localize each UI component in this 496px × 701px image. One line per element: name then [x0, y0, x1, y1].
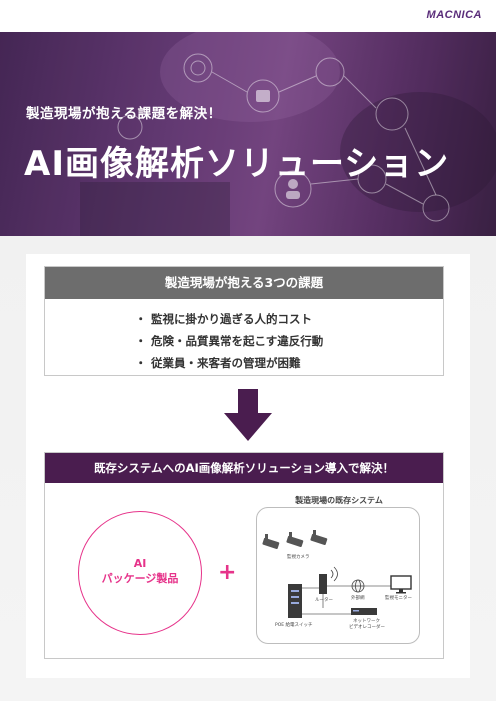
poe-switch-icon — [288, 584, 302, 618]
existing-system-diagram: 監視カメラ ルーター 外部網 監視モニター POE 給電スイッチ ネットワーク … — [256, 507, 420, 644]
list-item: ・従業員・来客者の管理が困難 — [135, 352, 443, 374]
challenge-text: 従業員・来客者の管理が困難 — [151, 356, 301, 370]
poe-switch-label: POE 給電スイッチ — [275, 623, 313, 628]
hero-subtitle: 製造現場が抱える課題を解決！ — [26, 106, 222, 122]
challenge-text: 監視に掛かり過ぎる人的コスト — [151, 312, 312, 326]
system-title: 製造現場の既存システム — [295, 496, 383, 505]
hero-banner: 製造現場が抱える課題を解決！ AI画像解析ソリューション — [0, 32, 496, 236]
monitor-icon — [390, 575, 412, 594]
camera-icon — [310, 530, 328, 546]
nvr-icon — [351, 608, 377, 615]
camera-label: 監視カメラ — [287, 555, 310, 560]
monitor-label: 監視モニター — [385, 596, 412, 601]
challenge-text: 危険・品質異常を起こす違反行動 — [151, 334, 324, 348]
router-icon — [319, 566, 338, 594]
top-bar: MACNICA — [0, 0, 496, 32]
nvr-label-line1: ネットワーク — [353, 619, 380, 624]
camera-icon — [262, 534, 280, 550]
down-arrow-icon — [224, 389, 272, 441]
ai-label-line2: パッケージ製品 — [101, 572, 179, 585]
camera-icon — [286, 532, 304, 548]
list-item: ・危険・品質異常を起こす違反行動 — [135, 330, 443, 352]
list-item: ・監視に掛かり過ぎる人的コスト — [135, 308, 443, 330]
ai-label-line1: AI — [133, 557, 147, 570]
router-label: ルーター — [315, 598, 333, 603]
ai-package-label: AI パッケージ製品 — [79, 556, 201, 586]
internet-label: 外部網 — [351, 596, 365, 601]
macnica-logo: MACNICA — [426, 9, 482, 21]
globe-icon — [351, 579, 365, 593]
hero-decoration — [0, 32, 496, 236]
ai-package-circle: AI パッケージ製品 — [78, 511, 202, 635]
bullet: ・ — [135, 356, 147, 370]
bullet: ・ — [135, 334, 147, 348]
nvr-label-line2: ビデオレコーダー — [349, 625, 385, 630]
system-diagram-svg — [262, 530, 412, 618]
hero-title: AI画像解析ソリューション — [24, 144, 450, 184]
bullet: ・ — [135, 312, 147, 326]
plus-icon: + — [218, 560, 237, 585]
challenges-box: 製造現場が抱える3つの課題 ・監視に掛かり過ぎる人的コスト ・危険・品質異常を起… — [44, 266, 444, 376]
challenges-heading: 製造現場が抱える3つの課題 — [45, 267, 443, 299]
solution-heading: 既存システムへのAI画像解析ソリューション導入で解決！ — [45, 453, 443, 483]
challenges-list: ・監視に掛かり過ぎる人的コスト ・危険・品質異常を起こす違反行動 ・従業員・来客… — [45, 299, 443, 374]
